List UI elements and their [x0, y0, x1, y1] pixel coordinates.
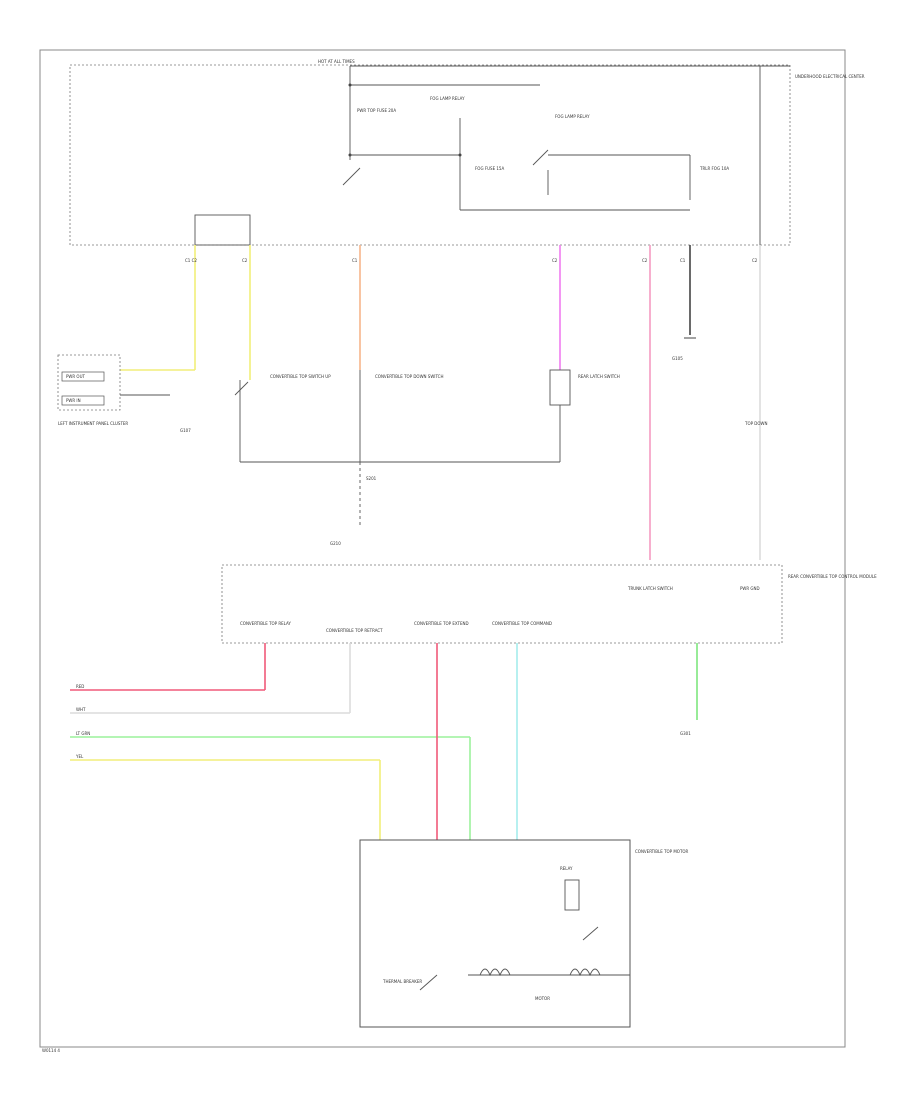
- motor-box-label: CONVERTIBLE TOP MOTOR: [635, 849, 689, 854]
- ground-right-label: G105: [672, 356, 683, 361]
- motor-relay-blade: [582, 926, 599, 941]
- motor-breaker-blade: [419, 974, 438, 991]
- motor-relay-label: RELAY: [560, 866, 573, 871]
- conn-magenta-label: C2: [552, 258, 558, 263]
- relay-mid-node: [458, 153, 462, 157]
- dimmer-box: [57, 354, 121, 411]
- motor-relay-coil: [564, 879, 580, 911]
- wire-yel-label: YEL: [75, 754, 84, 759]
- switch-right-label: REAR LATCH SWITCH: [578, 374, 620, 379]
- uec-box: [69, 64, 791, 246]
- conn-yellow-label: C1 C2: [185, 258, 197, 263]
- conn-orange-label: C1: [352, 258, 358, 263]
- dimmer-box-label: LEFT INSTRUMENT PANEL CLUSTER: [58, 421, 128, 426]
- switch-mid-label: CONVERTIBLE TOP DOWN SWITCH: [375, 374, 444, 379]
- motor-winding-2: [569, 968, 601, 977]
- dimmer-label-1: PWR OUT: [66, 374, 85, 379]
- top-bus-label: HOT AT ALL TIMES: [318, 59, 355, 64]
- module-pin3-label: CONVERTIBLE TOP EXTEND: [414, 621, 469, 626]
- ground-module-label: G301: [680, 731, 691, 736]
- uec-label: UNDERHOOD ELECTRICAL CENTER: [795, 74, 865, 79]
- yellow-loop: [194, 214, 251, 246]
- fuse-left-label: PWR TOP FUSE 20A: [357, 108, 396, 113]
- module-box-label: REAR CONVERTIBLE TOP CONTROL MODULE: [788, 574, 877, 579]
- motor-motor-label: MOTOR: [535, 996, 550, 1001]
- fuse-right-label: TRLR FOG 10A: [699, 166, 729, 171]
- splice-label: S201: [366, 476, 377, 481]
- dimmer-pin-2: [61, 395, 105, 406]
- relay-right-coil: [532, 149, 549, 166]
- wire-red-label: RED: [76, 684, 84, 689]
- conn-white-label: C2: [752, 258, 758, 263]
- page-frame: [39, 49, 846, 1048]
- wire-grn-label: LT GRN: [76, 731, 90, 736]
- bus-node: [348, 83, 352, 87]
- conn-yellow2-label: C2: [242, 258, 248, 263]
- relay-mid-label: FOG LAMP RELAY: [430, 96, 465, 101]
- motor-box: [359, 839, 631, 1028]
- module-box: [221, 564, 783, 644]
- wire-wht-label: WHT: [76, 707, 86, 712]
- motor-breaker-label: THERMAL BREAKER: [382, 979, 422, 984]
- conn-pink-label: C2: [642, 258, 648, 263]
- switch-right-body: [549, 369, 571, 406]
- module-pin5-label: TRUNK LATCH SWITCH: [627, 586, 673, 591]
- motor-winding-1: [479, 968, 511, 977]
- switch-left-label: CONVERTIBLE TOP SWITCH UP: [270, 374, 331, 379]
- module-pin1-label: CONVERTIBLE TOP RELAY: [240, 621, 291, 626]
- ground-left-label: G107: [180, 428, 191, 433]
- module-pin6-label: PWR GND: [740, 586, 760, 591]
- relay-right-label: FOG LAMP RELAY: [555, 114, 590, 119]
- switch-left-blade: [234, 381, 249, 396]
- top-down-label: TOP DOWN: [744, 421, 767, 426]
- module-pin4-label: CONVERTIBLE TOP COMMAND: [492, 621, 552, 626]
- ground-mid-label: G210: [330, 541, 341, 546]
- footer-code: W0114 4: [42, 1048, 60, 1053]
- dimmer-label-2: PWR IN: [66, 398, 81, 403]
- module-pin2-label: CONVERTIBLE TOP RETRACT: [326, 628, 383, 633]
- conn-blk-label: C1: [680, 258, 686, 263]
- fuse-mid-label: FOG FUSE 15A: [475, 166, 504, 171]
- switch-blade-1: [342, 167, 361, 186]
- dimmer-pin-1: [61, 371, 105, 382]
